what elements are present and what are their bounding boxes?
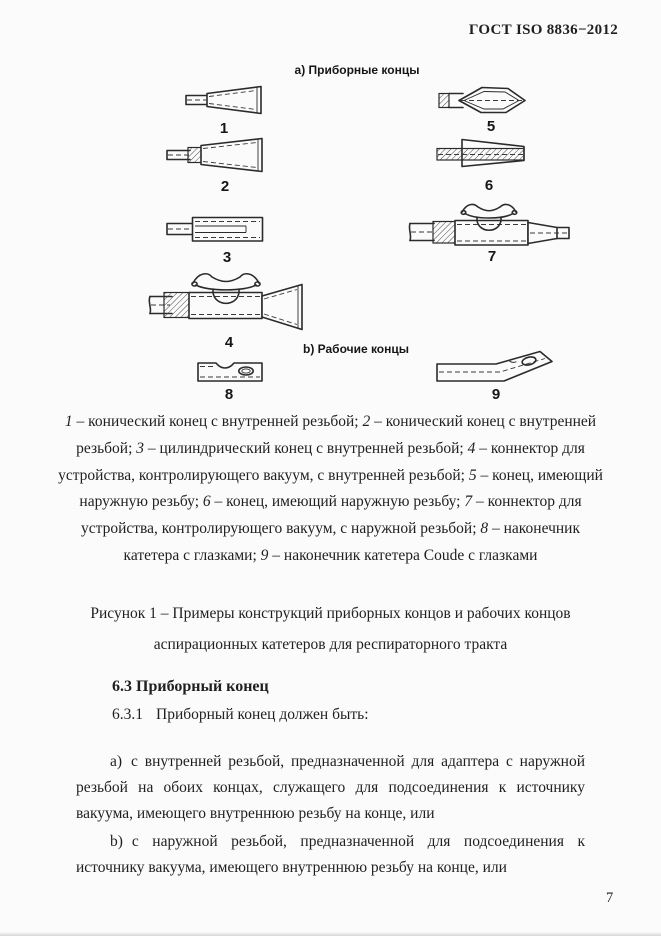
legend-item: 8 – наконечник катетера с глазками; [123,520,580,564]
clause-number: 6.3.1 [112,706,143,723]
drawing-vacuum-connector-internal: 4 [148,273,303,351]
legend-item: 1 – конический конец с внутренней резьбо… [64,413,363,430]
figure-caption: Рисунок 1 – Примеры конструкций приборны… [50,599,611,660]
legend-item: 4 – коннектор для устройства, контролиру… [58,439,585,484]
drawing-external-thread-end-5: 5 [438,86,526,135]
section-heading: 6.3 Приборный конец [112,678,269,695]
list-marker: b) [110,832,123,850]
figure-caption-line: аспирационных катетеров для респираторно… [153,635,508,653]
clause-text: Приборный конец должен быть: [156,706,369,723]
legend-item: 9 – наконечник катетера Coude с глазками [260,546,538,564]
page-header: ГОСТ ISO 8836−2012 [468,22,618,38]
drawing-catheter-tip-straight: 8 [197,362,263,403]
figure-caption-line: Рисунок 1 – Примеры конструкций приборны… [90,605,571,622]
list-text: с внутренней резьбой, предназначенной дл… [76,752,585,823]
item-number-label: 6 [485,177,493,194]
legend-item: 7 – коннектор для устройства, контролиру… [81,493,582,538]
drawing-external-thread-end-6: 6 [436,138,525,194]
list-item-b: b)с наружной резьбой, предназначенной дл… [76,829,585,882]
legend-item: 5 – конец, имеющий наружную резьбу; [79,466,603,511]
item-number-label: 3 [223,249,231,266]
drawing-catheter-tip-coude: 9 [436,350,553,403]
item-number-label: 9 [492,386,500,403]
figure-group-b-label: b) Рабочие концы [302,342,410,356]
item-number-label: 2 [221,178,229,195]
list-marker: а) [110,752,123,770]
list-text: с наружной резьбой, предназначенной для … [76,832,585,876]
legend-item: 6 – конец, имеющий наружную резьбу; [202,493,465,511]
figure-legend: 1 – конический конец с внутренней резьбо… [58,409,603,570]
item-number-label: 1 [220,120,228,137]
legend-item: 2 – конический конец с внутренней резьбо… [76,413,597,457]
drawing-vacuum-connector-external: 7 [408,203,570,265]
figure-group-a-label: а) Приборные концы [294,63,420,77]
drawing-conical-end-2: 2 [166,137,263,195]
list-item-a: а)с внутренней резьбой, предназначенной … [76,749,585,828]
legend-item: 3 – цилиндрический конец с внутренней ре… [136,439,468,457]
item-number-label: 4 [225,334,234,351]
figure-1-drawings: 1 2 3 [148,85,570,403]
page-number: 7 [606,890,614,906]
drawing-conical-end-1: 1 [185,85,262,137]
item-number-label: 5 [487,118,495,135]
item-number-label: 7 [488,248,496,265]
drawing-cylindrical-end: 3 [166,216,264,266]
item-number-label: 8 [225,386,233,403]
clause-6-3-1: 6.3.1 Приборный конец должен быть: [112,706,369,724]
